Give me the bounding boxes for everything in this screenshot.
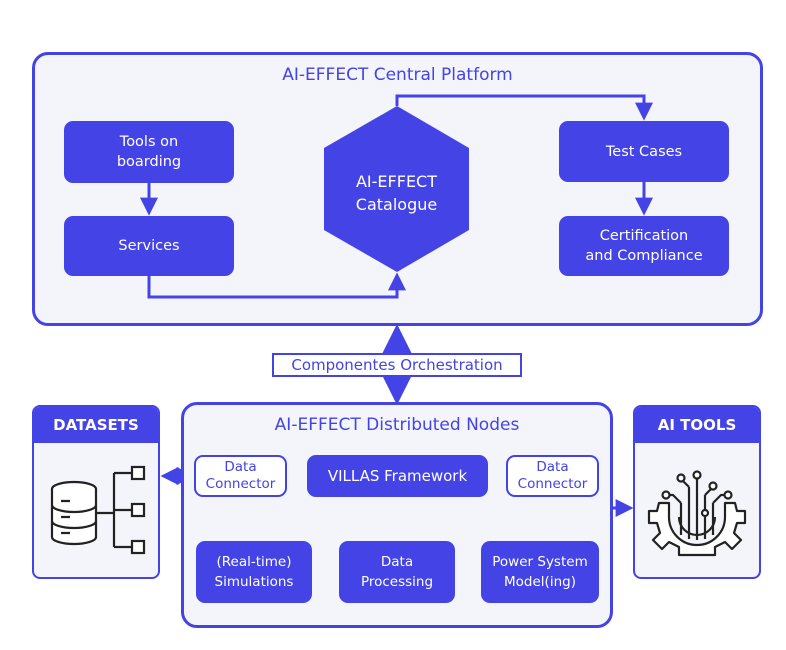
data-connector-left: Data Connector: [194, 455, 287, 497]
certification-node: Certification and Compliance: [559, 216, 729, 276]
catalogue-label: AI-EFFECT Catalogue: [355, 172, 438, 214]
tools-onboarding-node: Tools on boarding: [64, 121, 234, 183]
database-icon: [50, 465, 146, 555]
data-connector-right: Data Connector: [506, 455, 599, 497]
ai-tools-title: AI TOOLS: [635, 407, 759, 443]
datasets-title: DATASETS: [34, 407, 158, 443]
ai-tools-box: AI TOOLS: [633, 405, 761, 579]
datasets-box: DATASETS: [32, 405, 160, 579]
connector-services-catalogue: [147, 272, 406, 299]
connector-catalogue-testcases: [395, 94, 653, 121]
simulations-node: (Real-time) Simulations: [196, 541, 312, 603]
villas-framework-node: VILLAS Framework: [307, 455, 488, 497]
test-cases-node: Test Cases: [559, 121, 729, 182]
catalogue-hexagon: [324, 106, 469, 272]
services-node: Services: [64, 216, 234, 276]
data-processing-node: Data Processing: [339, 541, 455, 603]
power-system-node: Power System Model(ing): [481, 541, 599, 603]
ai-gear-circuit-icon: [647, 470, 747, 557]
orchestration-label: Componentes Orchestration: [272, 353, 522, 377]
central-platform-title: AI-EFFECT Central Platform: [282, 65, 513, 85]
distributed-nodes-title: AI-EFFECT Distributed Nodes: [274, 415, 520, 435]
